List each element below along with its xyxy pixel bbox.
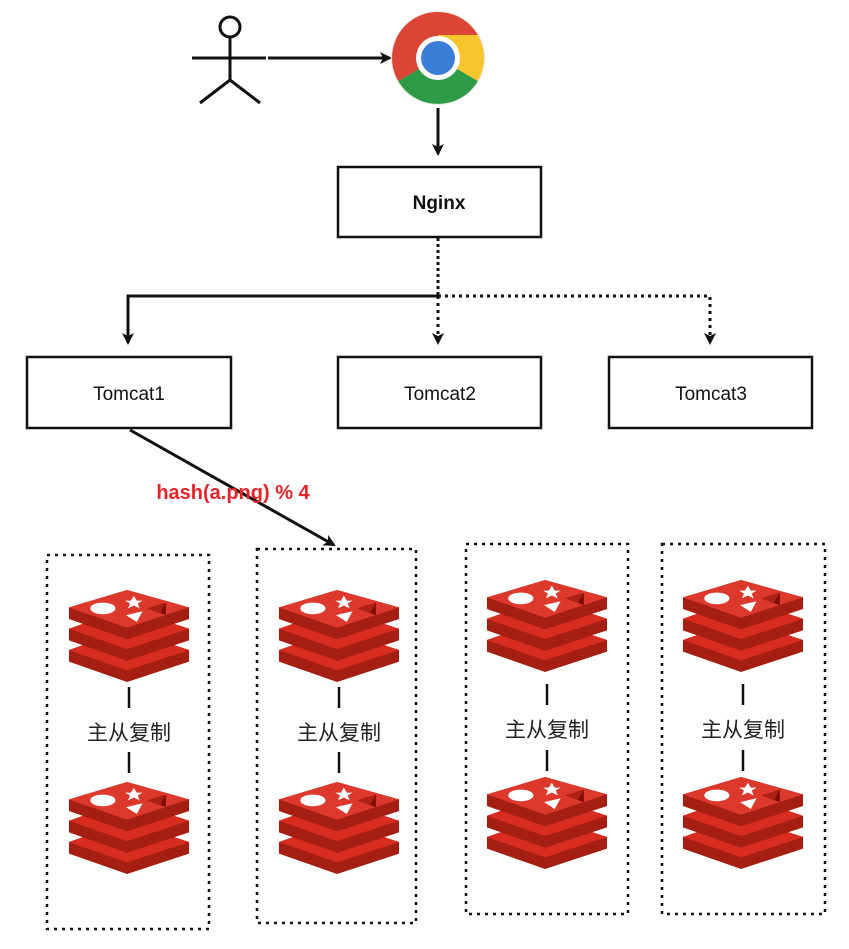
redis-master-icon xyxy=(68,590,190,682)
nginx-node: Nginx xyxy=(336,165,543,239)
redis-group-1: 主从复制 xyxy=(45,553,211,931)
hash-label: hash(a.png) % 4 xyxy=(156,482,310,504)
redis-group-2: 主从复制 xyxy=(255,547,418,925)
tomcat1-node: Tomcat1 xyxy=(25,355,233,430)
replication-label: 主从复制 xyxy=(297,721,381,745)
replication-label: 主从复制 xyxy=(505,718,589,742)
redis-slave-icon xyxy=(68,782,190,874)
replication-label: 主从复制 xyxy=(701,718,785,742)
hash-route-arrow xyxy=(129,428,336,547)
chrome-icon xyxy=(391,11,485,105)
tomcat2-label: Tomcat2 xyxy=(404,384,476,405)
redis-slave-icon xyxy=(682,777,804,869)
redis-slave-icon xyxy=(486,777,608,869)
redis-master-icon xyxy=(486,580,608,672)
replication-label: 主从复制 xyxy=(87,721,171,745)
redis-group-3: 主从复制 xyxy=(464,542,630,916)
tomcat3-label: Tomcat3 xyxy=(675,384,747,405)
redis-group-4: 主从复制 xyxy=(660,542,827,916)
redis-master-icon xyxy=(278,590,400,682)
user-icon xyxy=(192,15,266,105)
tomcat3-node: Tomcat3 xyxy=(607,355,814,430)
redis-master-icon xyxy=(682,580,804,672)
nginx-label: Nginx xyxy=(413,193,466,214)
redis-slave-icon xyxy=(278,782,400,874)
nginx-to-tomcat3-arrow xyxy=(438,294,716,345)
nginx-to-tomcat1-arrow xyxy=(122,294,438,345)
tomcat1-label: Tomcat1 xyxy=(93,384,165,405)
tomcat2-node: Tomcat2 xyxy=(336,355,543,430)
